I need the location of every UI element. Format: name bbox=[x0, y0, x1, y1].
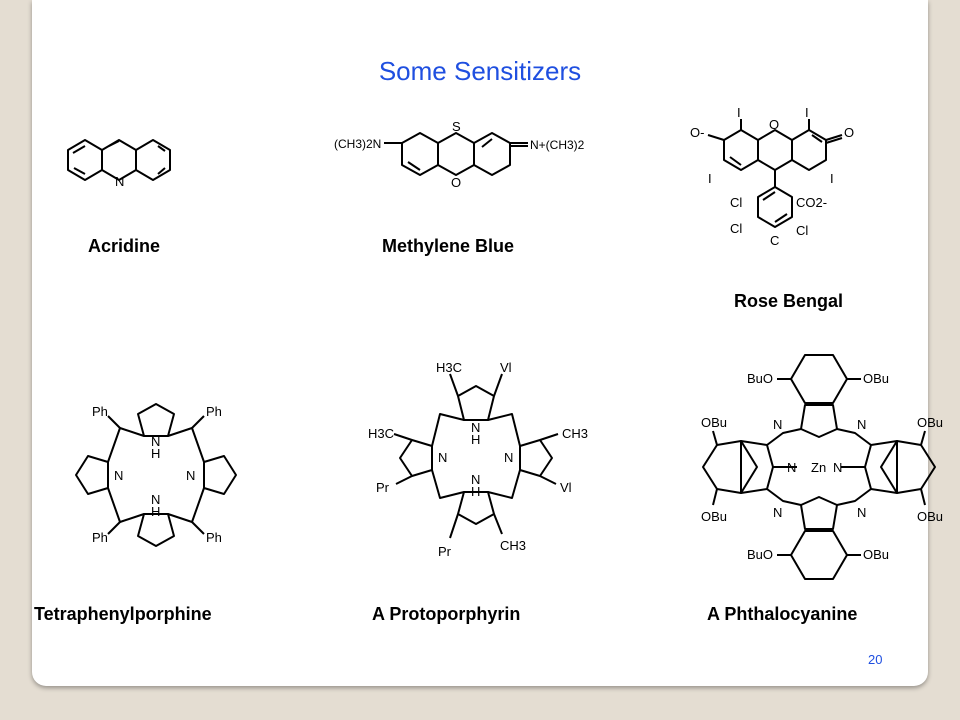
svg-text:OBu: OBu bbox=[863, 371, 889, 386]
svg-text:N: N bbox=[504, 450, 513, 465]
svg-text:OBu: OBu bbox=[863, 547, 889, 562]
svg-text:Ph: Ph bbox=[92, 530, 108, 545]
svg-text:O: O bbox=[451, 175, 461, 190]
svg-text:N: N bbox=[787, 460, 796, 475]
tetraphenylporphine-structure: Ph Ph Ph Ph N N N H N H bbox=[75, 403, 237, 547]
svg-text:OBu: OBu bbox=[701, 509, 727, 524]
acridine-structure: N bbox=[67, 139, 171, 189]
svg-text:N: N bbox=[471, 420, 480, 435]
acridine-n-label: N bbox=[115, 174, 124, 189]
svg-text:N+(CH3)2: N+(CH3)2 bbox=[530, 138, 585, 152]
rose-bengal-label: Rose Bengal bbox=[734, 291, 844, 311]
svg-text:BuO: BuO bbox=[747, 371, 773, 386]
tetraphenylporphine-label: Tetraphenylporphine bbox=[34, 604, 212, 624]
phthalocyanine-structure: BuO OBu OBu OBu N N N Zn N OBu OBu N N B… bbox=[701, 354, 943, 580]
page-number: 20 bbox=[868, 652, 883, 667]
methylene-blue-label: Methylene Blue bbox=[382, 236, 515, 256]
svg-text:(CH3)2N: (CH3)2N bbox=[334, 137, 381, 151]
methylene-blue-structure: (CH3)2N S O N+(CH3)2 bbox=[334, 119, 585, 190]
svg-text:N: N bbox=[151, 434, 160, 449]
svg-text:H3C: H3C bbox=[436, 360, 462, 375]
svg-text:N: N bbox=[833, 460, 842, 475]
svg-text:I: I bbox=[805, 105, 809, 120]
slide: Some Sensitizers N Acridine (CH3)2N S O … bbox=[32, 0, 943, 686]
svg-text:O: O bbox=[844, 125, 854, 140]
acridine-label: Acridine bbox=[88, 236, 161, 256]
svg-text:C: C bbox=[770, 233, 779, 248]
svg-text:Cl: Cl bbox=[730, 195, 742, 210]
svg-text:OBu: OBu bbox=[917, 509, 943, 524]
svg-text:N: N bbox=[773, 505, 782, 520]
svg-text:N: N bbox=[438, 450, 447, 465]
svg-text:Ph: Ph bbox=[206, 530, 222, 545]
svg-text:H: H bbox=[151, 446, 160, 461]
svg-text:CO2-: CO2- bbox=[796, 195, 827, 210]
svg-text:BuO: BuO bbox=[747, 547, 773, 562]
svg-text:Pr: Pr bbox=[376, 480, 390, 495]
svg-text:Pr: Pr bbox=[438, 544, 452, 559]
svg-text:N: N bbox=[471, 472, 480, 487]
svg-text:O: O bbox=[769, 117, 779, 132]
svg-text:S: S bbox=[452, 119, 461, 134]
rose-bengal-structure: I I O O O- I I Cl Cl Cl C CO2- bbox=[690, 105, 854, 248]
svg-text:H3C: H3C bbox=[368, 426, 394, 441]
svg-text:I: I bbox=[708, 171, 712, 186]
svg-text:H: H bbox=[471, 432, 480, 447]
protoporphyrin-structure: H3C Vl H3C CH3 Pr Vl N H N N N H Pr CH3 bbox=[368, 360, 588, 559]
svg-text:Cl: Cl bbox=[796, 223, 808, 238]
svg-text:OBu: OBu bbox=[917, 415, 943, 430]
svg-text:Ph: Ph bbox=[92, 404, 108, 419]
protoporphyrin-label: A Protoporphyrin bbox=[372, 604, 521, 624]
svg-text:Vl: Vl bbox=[500, 360, 512, 375]
svg-text:N: N bbox=[151, 492, 160, 507]
phthalocyanine-label: A Phthalocyanine bbox=[707, 604, 858, 624]
slide-title: Some Sensitizers bbox=[378, 56, 582, 86]
svg-text:O-: O- bbox=[690, 125, 704, 140]
svg-text:H: H bbox=[151, 504, 160, 519]
svg-text:Cl: Cl bbox=[730, 221, 742, 236]
svg-text:N: N bbox=[857, 505, 866, 520]
svg-text:N: N bbox=[857, 417, 866, 432]
svg-text:H: H bbox=[471, 484, 480, 499]
svg-text:N: N bbox=[114, 468, 123, 483]
svg-text:CH3: CH3 bbox=[500, 538, 526, 553]
svg-text:N: N bbox=[773, 417, 782, 432]
svg-text:Zn: Zn bbox=[811, 460, 826, 475]
svg-text:OBu: OBu bbox=[701, 415, 727, 430]
svg-text:Vl: Vl bbox=[560, 480, 572, 495]
svg-text:I: I bbox=[737, 105, 741, 120]
svg-text:CH3: CH3 bbox=[562, 426, 588, 441]
svg-text:N: N bbox=[186, 468, 195, 483]
svg-text:I: I bbox=[830, 171, 834, 186]
svg-text:Ph: Ph bbox=[206, 404, 222, 419]
